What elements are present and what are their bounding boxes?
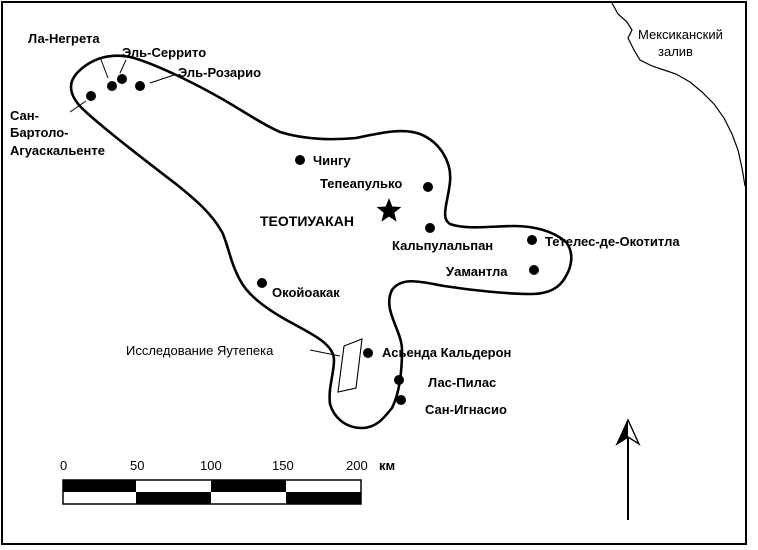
north-arrow-icon	[615, 418, 641, 520]
capital-label: ТЕОТИУАКАН	[260, 213, 354, 229]
region-outline	[69, 54, 573, 430]
map-frame	[1, 1, 747, 545]
site-label-las-pilas: Лас-Пилас	[428, 375, 496, 390]
site-dot-icon	[394, 375, 404, 385]
site-label-hacienda: Асьенда Кальдерон	[382, 345, 511, 360]
site-label-san-bartolo-2: Бартоло-	[10, 125, 69, 140]
site-dot-icon	[107, 81, 117, 91]
survey-leader-line	[309, 349, 341, 357]
scale-unit: км	[379, 458, 395, 473]
scale-tick-100: 100	[200, 458, 222, 473]
el-rosario-leader-line	[149, 74, 175, 84]
site-dot-icon	[363, 348, 373, 358]
survey-label: Исследование Яутепека	[126, 343, 274, 358]
sea-label-line-2: залив	[658, 44, 693, 59]
star-icon	[376, 198, 402, 222]
site-dot-icon	[86, 91, 96, 101]
scale-tick-0: 0	[60, 458, 67, 473]
scale-bar	[62, 479, 362, 505]
site-dot-icon	[117, 74, 127, 84]
site-label-san-ignacio: Сан-Игнасио	[425, 402, 507, 417]
site-label-el-serrito: Эль-Серрито	[122, 45, 206, 60]
san-bartolo-leader-line	[69, 100, 87, 113]
site-label-calpulalpan: Кальпулальпан	[392, 238, 493, 253]
la-negreta-leader-line	[99, 56, 109, 79]
survey-area-polygon	[337, 338, 363, 393]
site-label-san-bartolo-3: Агуаскальенте	[10, 143, 105, 158]
site-dot-icon	[396, 395, 406, 405]
site-dot-icon	[423, 182, 433, 192]
site-label-tetelez: Тетелес-де-Окотитла	[545, 234, 680, 249]
sea-label-line-1: Мексиканский	[638, 27, 723, 42]
site-dot-icon	[529, 265, 539, 275]
site-label-la-negreta: Ла-Негрета	[28, 31, 100, 46]
site-label-tepeapulco: Тепеапулько	[320, 176, 402, 191]
site-label-huamantla: Уамантла	[446, 264, 508, 279]
scale-tick-150: 150	[272, 458, 294, 473]
site-label-ocoyoacac: Окойоакак	[272, 285, 340, 300]
coastline	[611, 2, 746, 187]
site-label-el-rosario: Эль-Розарио	[178, 65, 261, 80]
site-label-san-bartolo-1: Сан-	[10, 108, 39, 123]
site-dot-icon	[295, 155, 305, 165]
site-dot-icon	[527, 235, 537, 245]
site-label-chingu: Чингу	[313, 153, 351, 168]
site-dot-icon	[425, 223, 435, 233]
scale-tick-200: 200	[346, 458, 368, 473]
el-serrito-leader-line	[119, 59, 127, 74]
site-dot-icon	[135, 81, 145, 91]
scale-tick-50: 50	[130, 458, 144, 473]
site-dot-icon	[257, 278, 267, 288]
